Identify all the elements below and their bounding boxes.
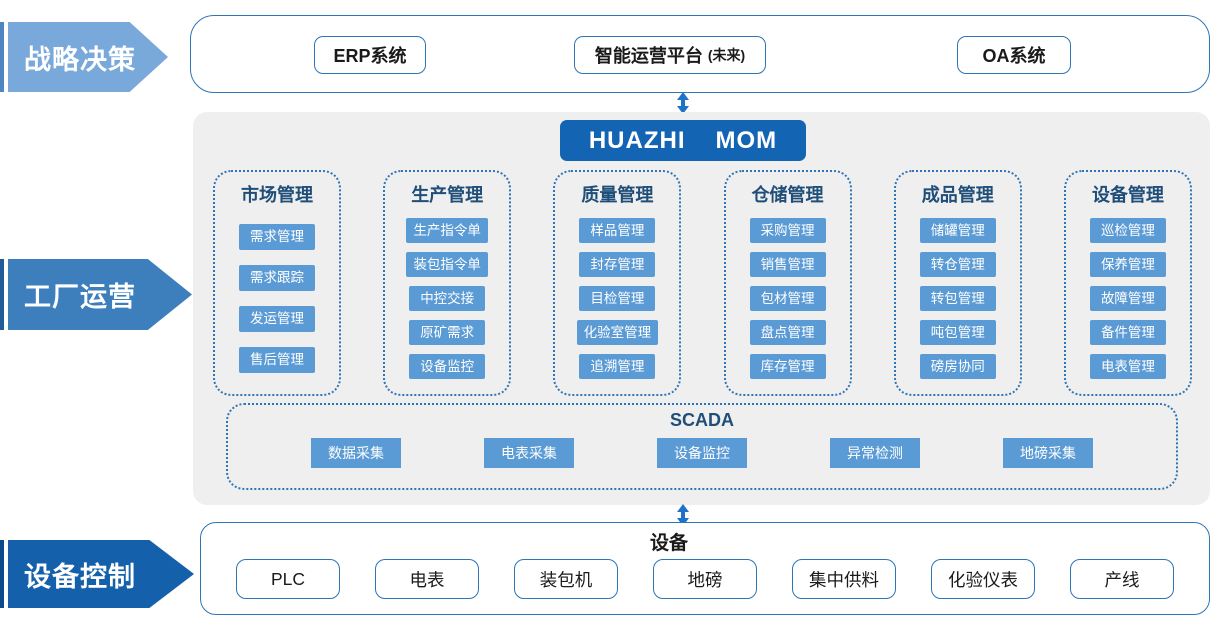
module-item: 化验室管理 <box>576 319 659 346</box>
module-item: 封存管理 <box>579 251 656 278</box>
intelligent-operation-platform-node: 智能运营平台 (未来) <box>574 36 766 74</box>
scada-item: 异常检测 <box>830 438 920 468</box>
module-item: 中控交接 <box>409 285 486 312</box>
layer-label-device-control: 设备控制 <box>24 561 136 592</box>
equipment-item-meter: 电表 <box>375 559 479 599</box>
module-item: 转仓管理 <box>919 251 996 278</box>
module-item: 保养管理 <box>1089 251 1166 278</box>
oa-system-node: OA系统 <box>957 36 1071 74</box>
module-market-management: 市场管理 需求管理 需求跟踪 发运管理 售后管理 <box>213 170 341 396</box>
module-item: 样品管理 <box>579 217 656 244</box>
layer-edge-bar-device <box>0 540 4 608</box>
scada-items-row: 数据采集 电表采集 设备监控 异常检测 地磅采集 <box>228 438 1176 468</box>
module-item: 采购管理 <box>749 217 826 244</box>
module-items: 需求管理 需求跟踪 发运管理 售后管理 <box>215 207 339 394</box>
module-items: 巡检管理 保养管理 故障管理 备件管理 电表管理 <box>1066 207 1190 394</box>
intelligent-operation-platform-label: 智能运营平台 <box>594 46 703 66</box>
module-warehouse-management: 仓储管理 采购管理 销售管理 包材管理 盘点管理 库存管理 <box>723 170 852 396</box>
module-item: 需求管理 <box>239 224 315 250</box>
module-items: 样品管理 封存管理 目检管理 化验室管理 追溯管理 <box>555 207 679 394</box>
layer-arrow-strategic: 战略决策 <box>8 22 168 92</box>
double-arrow-vertical-icon <box>677 504 689 526</box>
module-equipment-management: 设备管理 巡检管理 保养管理 故障管理 备件管理 电表管理 <box>1063 170 1192 396</box>
scada-item: 地磅采集 <box>1003 438 1093 468</box>
module-title: 生产管理 <box>411 185 484 205</box>
module-item: 生产指令单 <box>406 217 488 244</box>
module-quality-management: 质量管理 样品管理 封存管理 目检管理 化验室管理 追溯管理 <box>553 170 682 396</box>
oa-system-label: OA系统 <box>982 46 1046 66</box>
layer-label-factory: 工厂运营 <box>24 282 136 312</box>
module-item: 包材管理 <box>749 285 826 312</box>
module-title: 市场管理 <box>241 185 313 205</box>
scada-item: 电表采集 <box>484 438 574 468</box>
scada-item: 数据采集 <box>311 438 401 468</box>
module-items: 采购管理 销售管理 包材管理 盘点管理 库存管理 <box>726 207 850 394</box>
erp-system-label: ERP系统 <box>333 46 407 66</box>
mom-title-word2: MOM <box>715 126 778 154</box>
layer-arrow-device-control: 设备控制 <box>8 540 194 608</box>
layer-label-strategic: 战略决策 <box>24 44 136 75</box>
equipment-items-row: PLC 电表 装包机 地磅 集中供料 化验仪表 产线 <box>201 559 1209 599</box>
equipment-item-bagging-machine: 装包机 <box>514 559 618 599</box>
module-item: 巡检管理 <box>1089 217 1166 244</box>
module-item: 发运管理 <box>239 306 315 332</box>
module-title: 成品管理 <box>921 185 994 205</box>
layer-edge-bar-strategic <box>0 22 4 92</box>
scada-box: SCADA 数据采集 电表采集 设备监控 异常检测 地磅采集 <box>226 403 1178 490</box>
module-title: 质量管理 <box>581 185 654 205</box>
equipment-item-lab-instrument: 化验仪表 <box>931 559 1035 599</box>
module-item: 库存管理 <box>749 353 826 380</box>
double-arrow-vertical-icon <box>677 92 689 114</box>
module-item: 盘点管理 <box>749 319 826 346</box>
module-item: 吨包管理 <box>919 319 996 346</box>
module-item: 需求跟踪 <box>239 265 315 291</box>
module-item: 储罐管理 <box>919 217 996 244</box>
module-item: 售后管理 <box>239 347 315 373</box>
module-title: 仓储管理 <box>751 185 824 205</box>
mom-title-word1: HUAZHI <box>588 126 686 154</box>
module-item: 故障管理 <box>1089 285 1166 312</box>
future-suffix-label: (未来) <box>707 47 746 63</box>
module-finished-product-management: 成品管理 储罐管理 转仓管理 转包管理 吨包管理 磅房协同 <box>893 170 1022 396</box>
module-items: 生产指令单 装包指令单 中控交接 原矿需求 设备监控 <box>385 207 509 394</box>
module-item: 追溯管理 <box>579 353 656 380</box>
equipment-item-production-line: 产线 <box>1070 559 1174 599</box>
module-items: 储罐管理 转仓管理 转包管理 吨包管理 磅房协同 <box>896 207 1020 394</box>
layer-arrow-factory: 工厂运营 <box>8 259 192 330</box>
module-item: 磅房协同 <box>919 353 996 380</box>
module-item: 原矿需求 <box>409 319 486 346</box>
top-systems-box: ERP系统 智能运营平台 (未来) OA系统 <box>190 15 1210 93</box>
module-item: 装包指令单 <box>406 251 488 278</box>
equipment-item-plc: PLC <box>236 559 340 599</box>
mom-title-bar: HUAZHI MOM <box>560 120 806 161</box>
module-title: 设备管理 <box>1091 185 1164 205</box>
module-item: 目检管理 <box>579 285 656 312</box>
layer-edge-bar-factory <box>0 259 4 330</box>
module-production-management: 生产管理 生产指令单 装包指令单 中控交接 原矿需求 设备监控 <box>383 170 512 396</box>
module-item: 销售管理 <box>749 251 826 278</box>
equipment-title: 设备 <box>649 533 688 554</box>
mom-panel: HUAZHI MOM 市场管理 需求管理 需求跟踪 发运管理 售后管理 生产管理… <box>193 112 1210 505</box>
equipment-box: 设备 PLC 电表 装包机 地磅 集中供料 化验仪表 产线 <box>200 522 1210 615</box>
scada-item: 设备监控 <box>657 438 747 468</box>
module-item: 电表管理 <box>1089 353 1166 380</box>
module-item: 设备监控 <box>409 353 486 380</box>
scada-title: SCADA <box>669 410 734 430</box>
equipment-item-weighbridge: 地磅 <box>653 559 757 599</box>
module-item: 备件管理 <box>1089 319 1166 346</box>
module-columns-row: 市场管理 需求管理 需求跟踪 发运管理 售后管理 生产管理 生产指令单 装包指令… <box>213 170 1192 396</box>
erp-system-node: ERP系统 <box>314 36 426 74</box>
equipment-item-central-feeding: 集中供料 <box>792 559 896 599</box>
module-item: 转包管理 <box>919 285 996 312</box>
